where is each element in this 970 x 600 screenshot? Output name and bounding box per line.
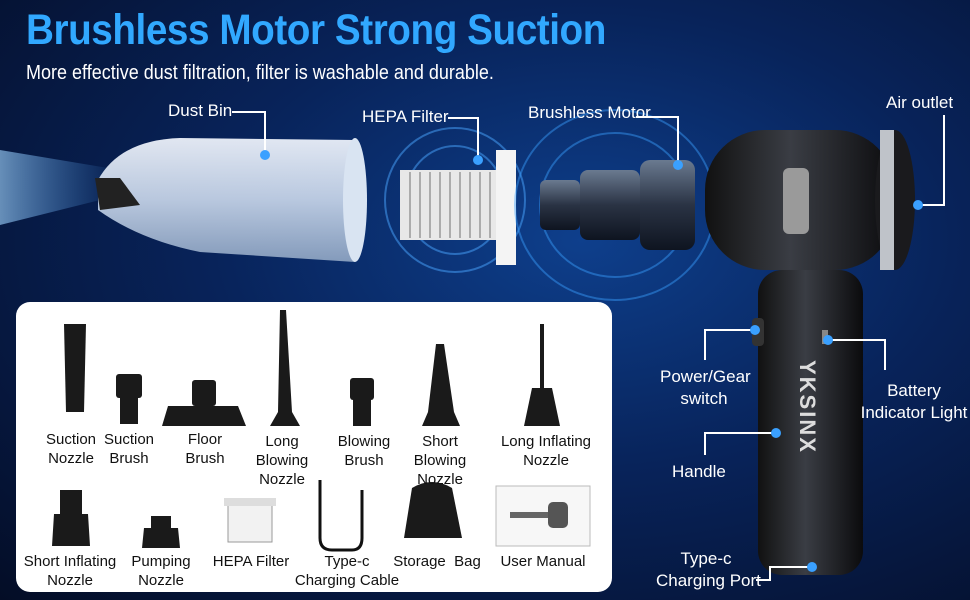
suction-brush-icon	[116, 374, 142, 424]
callout-dust-bin: Dust Bin	[168, 101, 233, 120]
callout-handle: Handle	[672, 462, 726, 481]
blowing-brush-icon	[350, 378, 374, 426]
callout-typec-port: Type-c Charging Port	[656, 549, 761, 590]
callout-dots	[260, 150, 923, 572]
hepa-filter-icon	[224, 498, 276, 543]
callout-hepa-filter: HEPA Filter	[362, 107, 449, 126]
pumping-nozzle-icon	[142, 516, 180, 548]
short-inflating-nozzle-icon	[52, 490, 90, 546]
dust-bin-part	[95, 138, 367, 262]
user-manual-icon	[495, 485, 591, 547]
callout-air-outlet: Air outlet	[886, 93, 954, 112]
callout-brushless-motor: Brushless Motor	[528, 103, 651, 122]
brand-logo: YKSINX	[795, 360, 820, 454]
page-title: Brushless Motor Strong Suction	[26, 6, 606, 54]
callout-lines	[232, 111, 945, 581]
short-blowing-nozzle-icon	[422, 344, 460, 426]
callout-power-gear-switch: Power/Gear switch	[660, 367, 751, 408]
callout-battery-indicator: Battery Indicator Light	[860, 381, 968, 422]
page-subtitle: More effective dust filtration, filter i…	[26, 62, 494, 84]
long-inflating-nozzle-icon	[524, 324, 560, 426]
hepa-filter-part	[384, 127, 526, 273]
accessory-storage-bag: Storage Bag	[393, 553, 481, 570]
accessory-icons	[52, 310, 591, 552]
long-blowing-nozzle-icon	[270, 310, 300, 426]
airflow-beam	[0, 150, 120, 225]
floor-brush-icon	[162, 380, 246, 426]
suction-nozzle-icon	[64, 324, 86, 412]
accessory-user-manual: User Manual	[500, 553, 586, 570]
brushless-motor-part	[514, 109, 716, 301]
storage-bag-icon	[404, 482, 462, 538]
charging-cable-icon	[318, 480, 364, 552]
accessory-hepa-filter: HEPA Filter	[212, 553, 290, 570]
vacuum-head	[705, 130, 915, 270]
